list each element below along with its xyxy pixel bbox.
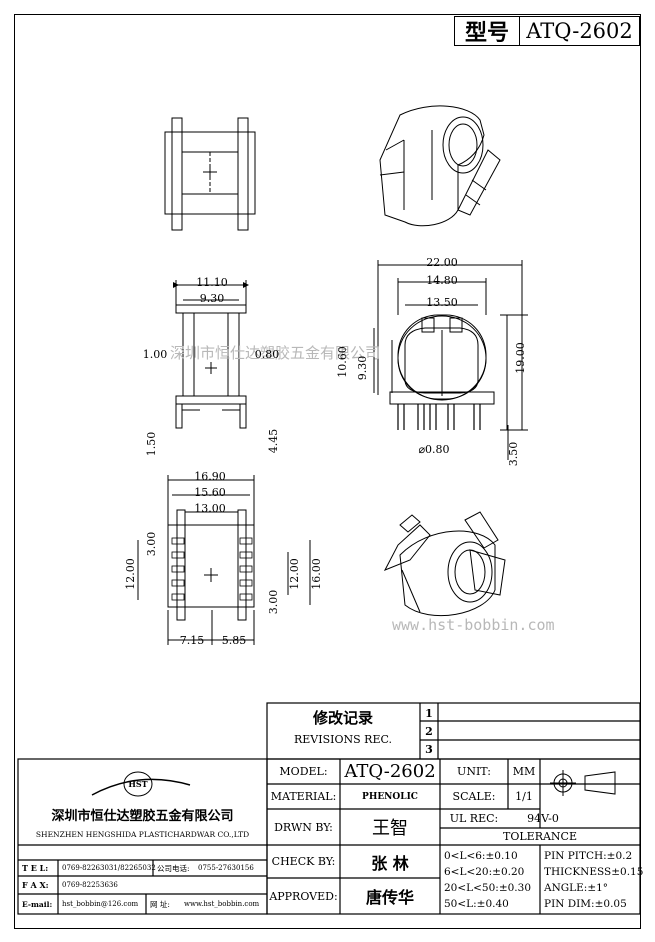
dim-flange-t2: 0.80 <box>254 347 280 361</box>
dim-inner-width: 13.50 <box>426 295 458 309</box>
phone-label: 公司电话: <box>157 863 190 873</box>
dim-top-width: 22.00 <box>426 255 458 269</box>
model-label: MODEL: <box>279 765 328 778</box>
fax-label: F A X: <box>22 880 49 890</box>
tol-4: 50<L:±0.40 <box>444 897 509 910</box>
rev-mark-1: 1 <box>425 706 433 720</box>
material-label: MATERIAL: <box>270 790 337 803</box>
tol-3: 20<L<50:±0.30 <box>444 881 532 894</box>
model-value: ATQ-2602 <box>344 761 436 782</box>
company-name-en: SHENZHEN HENGSHIDA PLASTICHARDWAR CO.,LT… <box>35 829 250 839</box>
pin-pitch: PIN PITCH:±0.2 <box>544 849 633 862</box>
dim-bottom-h1: 12.00 <box>123 558 137 590</box>
model-title-box: 型号 ATQ-2602 <box>454 16 640 46</box>
thickness: THICKNESS±0.15 <box>544 865 644 878</box>
dim-inner-h1: 10.60 <box>335 346 349 378</box>
check-value: 张 林 <box>371 853 409 873</box>
dim-flange-outer: 11.10 <box>196 275 228 289</box>
dim-pin-h: 1.50 <box>144 431 158 457</box>
approved-label: APPROVED: <box>269 889 338 903</box>
dim-pin-len: 3.50 <box>506 441 520 467</box>
approved-value: 唐传华 <box>365 888 414 907</box>
site-watermark: www.hst-bobbin.com <box>392 616 555 634</box>
dim-pin-h2: 4.45 <box>266 428 280 454</box>
scale-label: SCALE: <box>452 790 496 803</box>
dim-pin-dia: ⌀0.80 <box>418 442 450 456</box>
isometric-view-top <box>379 105 501 227</box>
ul-value: 94V-0 <box>527 812 559 825</box>
angle: ANGLE:±1° <box>544 881 609 894</box>
bottom-view <box>137 475 311 645</box>
drawn-value: 王智 <box>372 818 408 839</box>
dim-mid-width: 14.80 <box>426 273 458 287</box>
dim-bottom-w1: 16.90 <box>194 469 226 483</box>
dim-bottom-h2: 12.00 <box>287 558 301 590</box>
tol-1: 0<L<6:±0.10 <box>444 849 518 862</box>
tol-2: 6<L<20:±0.20 <box>444 865 525 878</box>
tel-label: T E L: <box>22 863 49 873</box>
dim-offset-left: 7.15 <box>179 633 205 647</box>
unit-value: MM <box>512 765 536 778</box>
dim-flange-inner: 9.30 <box>199 291 225 305</box>
dim-pitch-left: 3.00 <box>144 531 158 557</box>
company-watermark: 深圳市恒仕达塑胶五金有限公司 <box>170 344 381 362</box>
dim-bottom-w2: 15.60 <box>194 485 226 499</box>
side-view <box>173 280 249 429</box>
dim-side-height: 19.00 <box>513 342 527 374</box>
company-name-cn: 深圳市恒仕达塑胶五金有限公司 <box>51 808 234 824</box>
dim-bottom-h3: 16.00 <box>309 558 323 590</box>
front-view-top <box>164 117 256 231</box>
projection-symbol-icon <box>550 770 616 796</box>
ul-label: UL REC: <box>449 812 499 825</box>
logo-text: HST <box>128 779 148 789</box>
model-title-value: ATQ-2602 <box>526 19 633 43</box>
dim-inner-h2: 9.30 <box>355 355 369 381</box>
phone-value: 0755-27630156 <box>198 864 254 872</box>
fax-value: 0769-82253636 <box>62 881 118 889</box>
dim-bottom-w3: 13.00 <box>194 501 226 515</box>
dim-flange-t1: 1.00 <box>142 347 168 361</box>
drawing-frame <box>14 14 641 929</box>
revisions-title-cn: 修改记录 <box>312 708 373 727</box>
front-view-ellipse <box>373 260 528 460</box>
email-value: hst_bobbin@126.com <box>62 900 139 908</box>
revisions-title-en: REVISIONS REC. <box>294 732 392 746</box>
dim-pitch-right: 3.00 <box>266 589 280 615</box>
unit-label: UNIT: <box>457 765 491 778</box>
hst-logo <box>91 771 191 797</box>
tolerance-label: TOLERANCE <box>503 830 577 843</box>
material-value: PHENOLIC <box>362 791 418 802</box>
web-label: 网 址: <box>150 899 170 909</box>
drawn-label: DRWN BY: <box>274 820 333 834</box>
model-title-label: 型号 <box>455 17 520 46</box>
dim-offset-right: 5.85 <box>221 633 247 647</box>
tel-value: 0769-82263031/82265032 <box>62 864 156 872</box>
rev-mark-3: 3 <box>425 742 433 756</box>
title-block-lines <box>17 702 641 915</box>
check-label: CHECK BY: <box>271 855 336 868</box>
email-label: E-mail: <box>22 899 53 909</box>
pin-dim: PIN DIM:±0.05 <box>544 897 627 910</box>
web-value: www.hst_bobbin.com <box>184 900 260 908</box>
isometric-view-bottom <box>383 511 506 617</box>
scale-value: 1/1 <box>515 790 533 803</box>
rev-mark-2: 2 <box>425 724 433 738</box>
